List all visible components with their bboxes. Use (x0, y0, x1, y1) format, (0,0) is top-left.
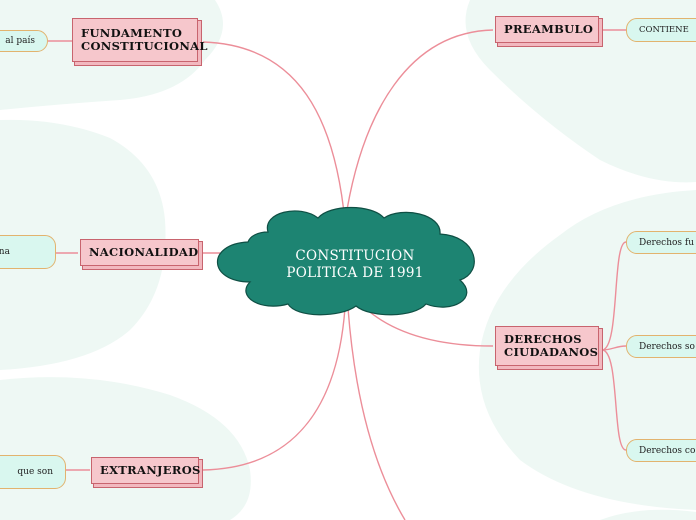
topic-fundamento-constitucional[interactable]: FUNDAMENTO CONSTITUCIONAL (72, 18, 207, 62)
topic-preambulo[interactable]: PREAMBULO (495, 16, 599, 43)
central-topic-title[interactable]: CONSTITUCION POLITICA DE 1991 (286, 248, 424, 281)
leaf-extranjeros[interactable]: que son (0, 455, 66, 489)
leaf-derechos-colectivos[interactable]: Derechos co (626, 439, 696, 462)
topic-extranjeros[interactable]: EXTRANJEROS (91, 457, 200, 484)
leaf-derechos-fundamentales[interactable]: Derechos fu (626, 231, 696, 254)
leaf-preambulo[interactable]: CONTIENE (626, 18, 696, 42)
leaf-nacionalidad[interactable]: una (0, 235, 56, 269)
bg-region-top-right (465, 0, 696, 183)
bg-region-bottom-right (600, 509, 696, 520)
topic-nacionalidad[interactable]: NACIONALIDAD (80, 239, 199, 266)
leaf-fundamento[interactable]: al país (0, 30, 48, 52)
bg-region-bottom-left (0, 377, 251, 520)
topic-derechos-ciudadanos[interactable]: DERECHOS CIUDADANOS (495, 326, 599, 366)
leaf-derechos-sociales[interactable]: Derechos so (626, 335, 696, 358)
